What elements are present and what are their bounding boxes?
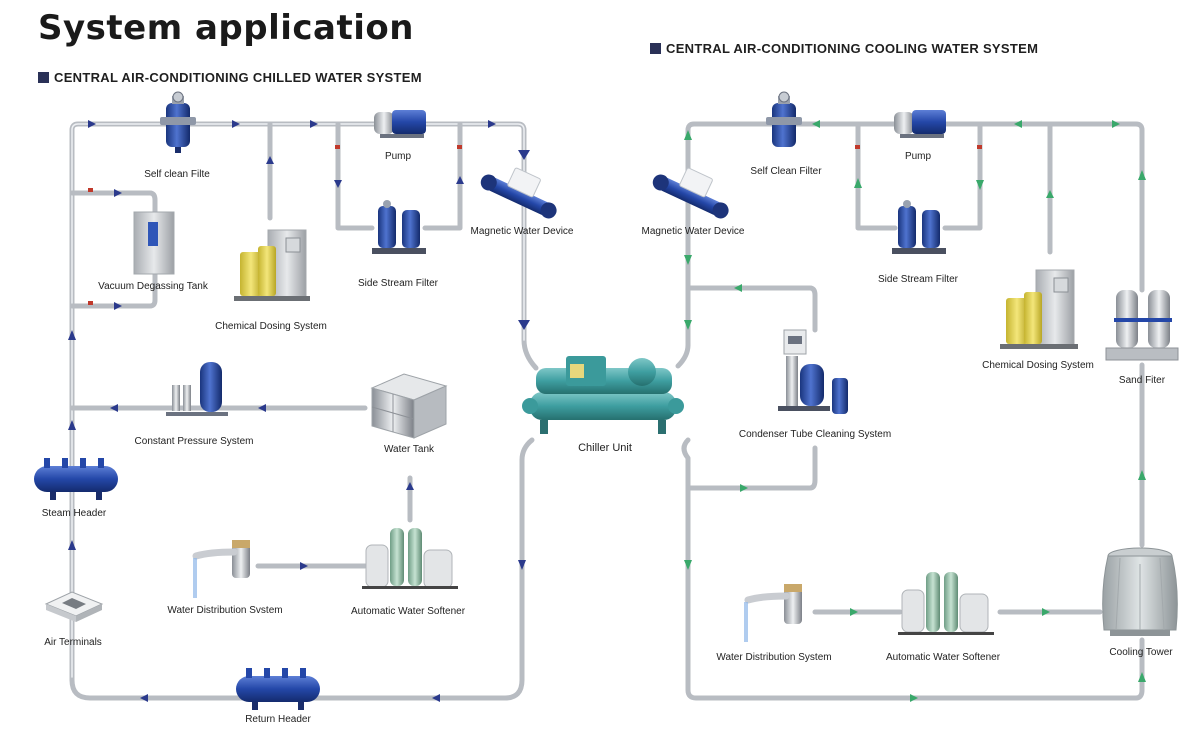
- label-constant-pressure-system: Constant Pressure System: [134, 436, 254, 447]
- cooling-section-heading: CENTRAL AIR-CONDITIONING COOLING WATER S…: [650, 41, 1038, 56]
- faucet-icon: [192, 540, 250, 598]
- valve-icons: [88, 145, 982, 305]
- water-tank-icon: [370, 373, 448, 439]
- pipe-network: [69, 121, 1145, 701]
- constant-pressure-system-icon: [166, 362, 228, 416]
- label-magnetic-water-device-cooling: Magnetic Water Device: [641, 226, 745, 237]
- chilled-section-title: CENTRAL AIR-CONDITIONING CHILLED WATER S…: [54, 70, 422, 85]
- label-chemical-dosing-chilled: Chemical Dosing System: [215, 321, 327, 332]
- return-header-icon: [236, 668, 320, 710]
- label-water-softener-chilled: Automatic Water Softener: [350, 606, 466, 617]
- chiller-unit-icon: [522, 356, 684, 434]
- magnetic-water-device-icon: [480, 167, 557, 219]
- label-side-stream-filter-cooling: Side Stream Filter: [877, 274, 959, 285]
- label-water-softener-cooling: Automatic Water Softener: [885, 652, 1001, 663]
- label-steam-header: Steam Header: [41, 508, 107, 519]
- chilled-section-heading: CENTRAL AIR-CONDITIONING CHILLED WATER S…: [38, 70, 422, 85]
- magnetic-water-device-icon: [652, 167, 729, 219]
- label-condenser-tube-cleaning: Condenser Tube Cleaning System: [738, 429, 892, 440]
- side-stream-filter-icon: [372, 200, 426, 254]
- label-return-header: Return Header: [245, 714, 311, 725]
- steam-header-icon: [34, 458, 118, 500]
- label-chiller-unit: Chiller Unit: [578, 442, 632, 454]
- self-clean-filter-icon: [766, 91, 802, 147]
- label-sand-filter: Sand Fiter: [1118, 375, 1166, 386]
- label-magnetic-water-device-chilled: Magnetic Water Device: [470, 226, 574, 237]
- label-water-distribution-cooling: Water Distribution System: [716, 652, 832, 663]
- label-cooling-tower: Cooling Tower: [1109, 647, 1173, 658]
- label-water-distribution-chilled: Water Distribution Svstem: [167, 605, 283, 616]
- label-self-clean-filter-cooling: Self Clean Filter: [750, 166, 822, 177]
- self-clean-filter-icon: [160, 91, 196, 153]
- page-title: System application: [38, 8, 414, 48]
- chemical-dosing-system-icon: [234, 229, 310, 301]
- section-marker-icon: [38, 72, 49, 83]
- label-pump-cooling: Pump: [904, 151, 932, 162]
- cooling-tower-icon: [1102, 547, 1178, 636]
- label-pump-chilled: Pump: [384, 151, 412, 162]
- label-vacuum-degassing-tank: Vacuum Degassing Tank: [98, 281, 208, 292]
- label-self-clean-filter-chilled: Self clean Filte: [144, 169, 210, 180]
- label-water-tank: Water Tank: [383, 444, 435, 455]
- pump-icon: [374, 110, 426, 138]
- chemical-dosing-system-icon: [1000, 269, 1078, 349]
- cooling-section-title: CENTRAL AIR-CONDITIONING COOLING WATER S…: [666, 41, 1039, 56]
- water-softener-icon: [898, 572, 994, 635]
- chilled-flow-arrows: [68, 120, 530, 702]
- label-chemical-dosing-cooling: Chemical Dosing System: [982, 360, 1094, 371]
- vacuum-degassing-tank-icon: [133, 211, 175, 275]
- water-softener-icon: [362, 528, 458, 589]
- cooling-flow-arrows: [684, 120, 1146, 702]
- section-marker-icon: [650, 43, 661, 54]
- side-stream-filter-icon: [892, 200, 946, 254]
- faucet-icon: [744, 584, 802, 642]
- condenser-tube-cleaning-icon: [778, 329, 848, 414]
- label-air-terminals: Air Terminals: [44, 637, 102, 648]
- label-side-stream-filter-chilled: Side Stream Filter: [357, 278, 439, 289]
- sand-filter-icon: [1105, 290, 1179, 361]
- pump-icon: [894, 110, 946, 138]
- air-terminal-icon: [44, 591, 104, 622]
